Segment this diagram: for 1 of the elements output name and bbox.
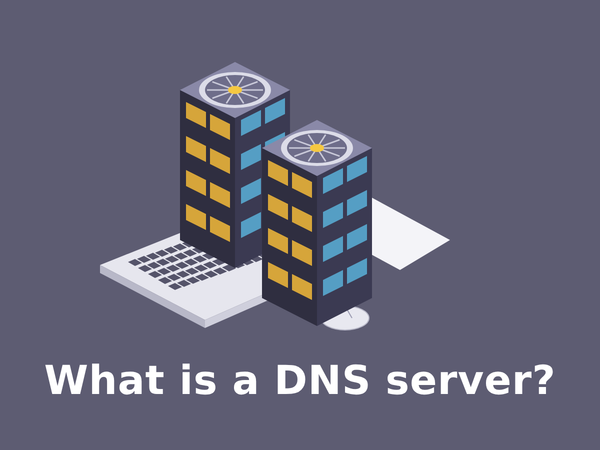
title: What is a DNS server? (43, 358, 557, 404)
